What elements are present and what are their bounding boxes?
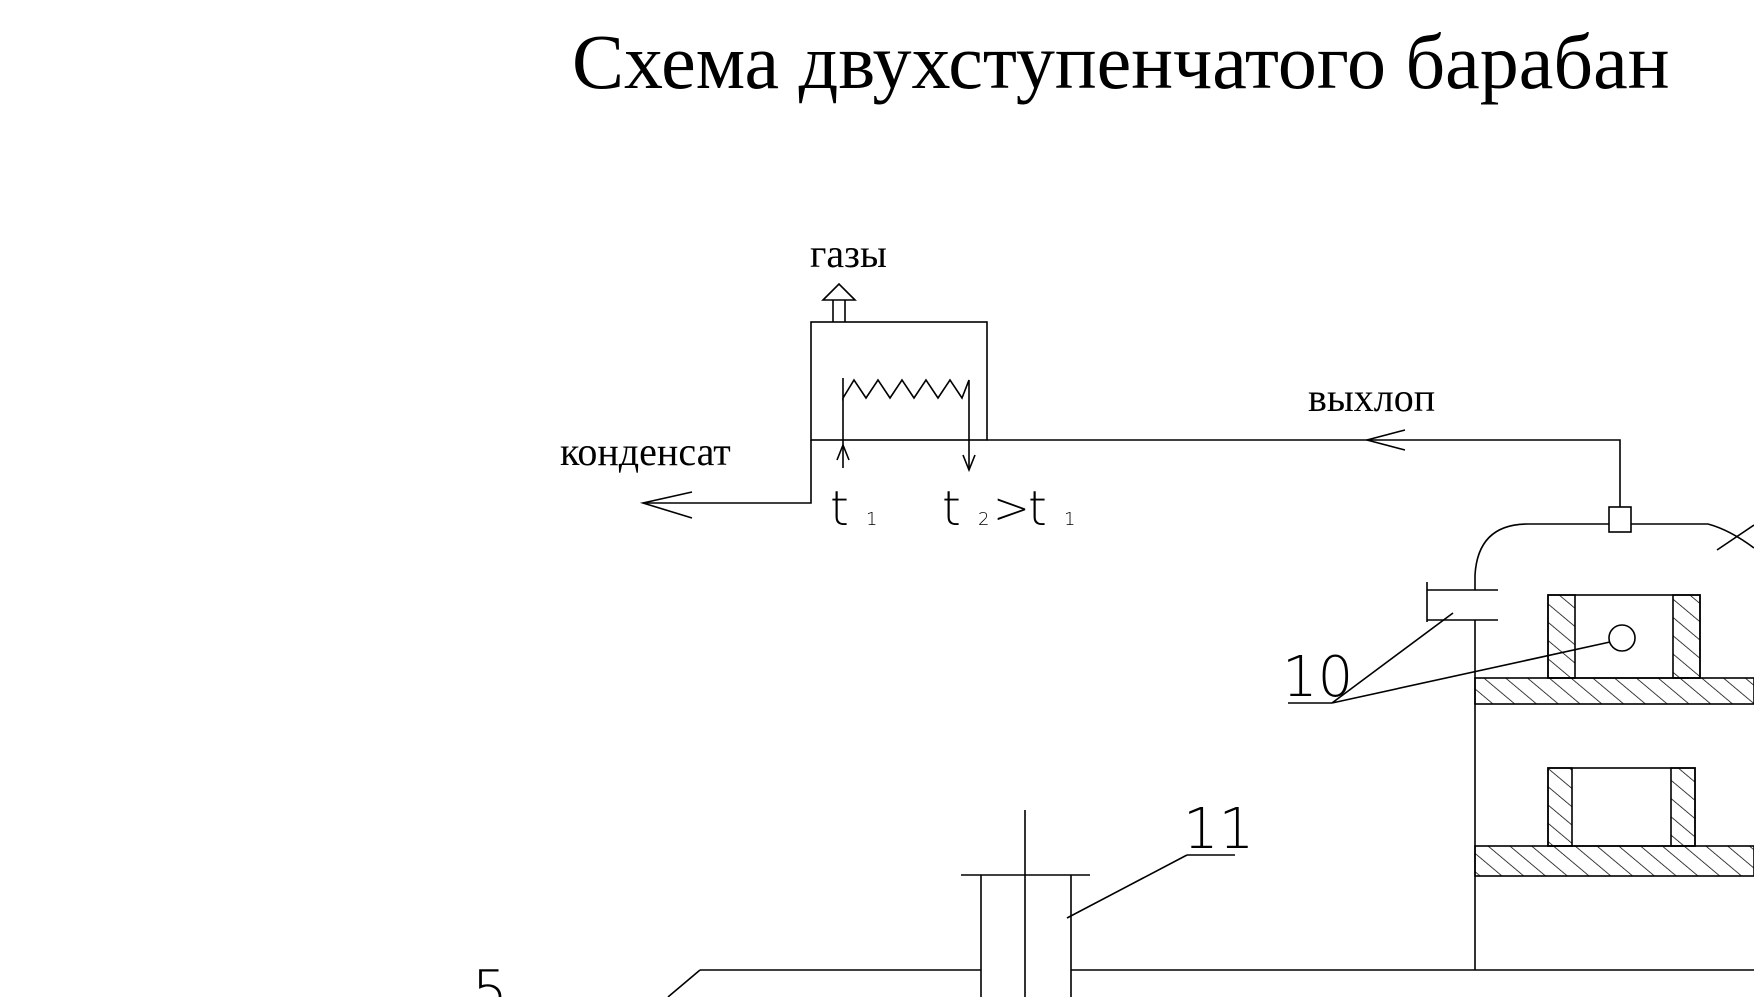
- svg-text:1: 1: [866, 509, 877, 530]
- svg-text:10: 10: [1282, 645, 1353, 710]
- callout-5: 5: [472, 959, 508, 1002]
- temperature-t1: t 1: [830, 481, 877, 537]
- svg-text:11: 11: [1183, 797, 1254, 862]
- svg-text:t: t: [830, 481, 849, 537]
- svg-text:2: 2: [978, 509, 989, 530]
- lower-pipe-assembly: [667, 810, 1475, 998]
- drum-housing: [1426, 523, 1754, 971]
- upper-stage: [1474, 594, 1754, 705]
- callout-11: 11: [1066, 797, 1254, 919]
- exhaust-line: [987, 429, 1632, 533]
- cooling-coil: [836, 378, 976, 473]
- svg-text:1: 1: [1064, 509, 1075, 530]
- temperature-t2-gt-t1: t 2 > t 1: [942, 481, 1075, 537]
- exhaust-label: выхлоп: [1308, 375, 1435, 420]
- lower-stage: [1474, 767, 1754, 877]
- page-title: Схема двухступенчатого барабан: [572, 18, 1669, 105]
- callout-10: 10: [1282, 612, 1611, 710]
- gases-label: газы: [810, 231, 887, 276]
- svg-text:t: t: [942, 481, 961, 537]
- svg-text:5: 5: [472, 959, 508, 997]
- svg-text:t: t: [1028, 481, 1047, 537]
- svg-text:>: >: [993, 483, 1030, 534]
- condenser-box: [810, 282, 988, 441]
- condensate-line: [639, 440, 812, 519]
- condensate-label: конденсат: [560, 429, 731, 474]
